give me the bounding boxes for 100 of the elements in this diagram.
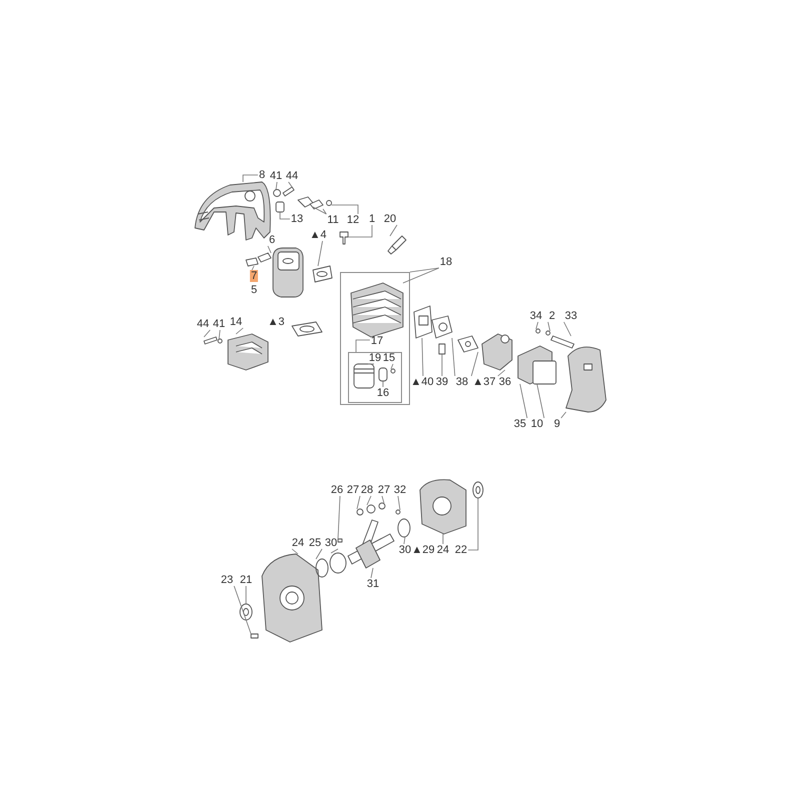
leader-line bbox=[280, 212, 290, 220]
screw bbox=[550, 336, 574, 348]
filter-cover bbox=[566, 346, 606, 412]
callout-number: 26 bbox=[330, 484, 344, 496]
leader-line bbox=[292, 548, 298, 554]
callout-number: 6 bbox=[268, 234, 276, 246]
key bbox=[338, 538, 342, 542]
callout-number: 19 bbox=[368, 352, 382, 364]
callout-number: 32 bbox=[392, 484, 408, 496]
callout-number: 20 bbox=[382, 213, 398, 225]
leader-line bbox=[316, 548, 322, 560]
callout-number: 27 bbox=[346, 484, 360, 496]
callout-number: 14 bbox=[228, 316, 244, 328]
leader-line bbox=[390, 224, 398, 236]
callout-number: 13 bbox=[290, 213, 304, 225]
callout-number: 18 bbox=[438, 256, 454, 268]
callout-number: 8 bbox=[258, 169, 266, 181]
callout-number: 11 bbox=[326, 214, 340, 226]
bracket bbox=[310, 200, 324, 210]
leader-line bbox=[252, 266, 254, 270]
rubber-plug bbox=[276, 202, 284, 212]
callout-number: 39 bbox=[434, 376, 450, 388]
leader-line bbox=[322, 208, 327, 214]
crankshaft bbox=[348, 520, 394, 568]
crankcase-half bbox=[420, 479, 466, 534]
leader-line bbox=[204, 330, 210, 338]
callout-number: 28 bbox=[360, 484, 374, 496]
leader-line bbox=[356, 340, 370, 352]
spark-plug bbox=[388, 236, 406, 254]
callout-number: 41 bbox=[212, 318, 226, 330]
leader-line bbox=[452, 338, 456, 376]
needle-bearing bbox=[378, 502, 386, 510]
callout-number: 12 bbox=[346, 214, 360, 226]
leader-line bbox=[536, 322, 538, 330]
ball-bearing bbox=[398, 518, 410, 538]
leader-line bbox=[548, 322, 550, 332]
crankcase-half bbox=[262, 554, 322, 642]
leader-line bbox=[382, 380, 384, 388]
leader-line bbox=[564, 322, 572, 336]
nut bbox=[273, 189, 281, 197]
callout-number: ▲37 bbox=[471, 376, 497, 388]
leader-line bbox=[268, 246, 272, 254]
washer bbox=[536, 328, 540, 334]
leader-line bbox=[276, 182, 278, 190]
carburetor bbox=[482, 334, 512, 370]
callout-number: ▲3 bbox=[268, 316, 284, 328]
leader-line bbox=[382, 496, 384, 504]
bracket bbox=[298, 196, 314, 208]
retaining-ring bbox=[316, 558, 328, 578]
filter-pad bbox=[532, 360, 556, 384]
bolt bbox=[340, 232, 348, 244]
callout-number: 5 bbox=[250, 284, 258, 296]
callout-number: 34 bbox=[528, 310, 544, 322]
callout-number: 24 bbox=[436, 544, 450, 556]
nut bbox=[250, 634, 258, 638]
callout-number: 23 bbox=[220, 574, 234, 586]
leader-line bbox=[338, 496, 340, 540]
oil-seal bbox=[240, 604, 252, 620]
ball-bearing bbox=[330, 552, 346, 574]
circlip bbox=[390, 368, 396, 374]
callout-number: ▲29 bbox=[411, 544, 435, 556]
leader-line bbox=[234, 586, 252, 634]
bolt bbox=[438, 344, 446, 354]
callout-number: 17 bbox=[370, 335, 384, 347]
oil-seal bbox=[472, 482, 484, 498]
callout-number: 33 bbox=[564, 310, 578, 322]
leader-line bbox=[318, 240, 323, 266]
gasket bbox=[312, 266, 332, 282]
needle-bearing bbox=[356, 508, 364, 516]
leader-line bbox=[442, 534, 444, 544]
insulator-plate bbox=[414, 306, 432, 338]
leader-line bbox=[356, 496, 360, 510]
leader-line bbox=[348, 224, 372, 238]
pin bbox=[396, 510, 400, 514]
leader-line bbox=[410, 268, 440, 272]
callout-number: 30 bbox=[324, 537, 338, 549]
cylinder bbox=[350, 282, 404, 338]
leader-line bbox=[366, 496, 372, 506]
leader-line bbox=[312, 206, 327, 214]
callout-number: 25 bbox=[308, 537, 322, 549]
callout-number: 16 bbox=[376, 387, 390, 399]
clip bbox=[258, 252, 272, 262]
callout-number: ▲4 bbox=[308, 229, 328, 241]
screw bbox=[326, 200, 332, 206]
piston-pin bbox=[378, 368, 388, 382]
leader-line bbox=[468, 498, 478, 550]
callout-number: 44 bbox=[196, 318, 210, 330]
leader-line bbox=[422, 338, 424, 376]
leader-line bbox=[288, 182, 292, 188]
leader-line bbox=[390, 364, 394, 370]
callout-number: 41 bbox=[268, 170, 284, 182]
spacer bbox=[432, 316, 452, 338]
leader-line bbox=[331, 204, 358, 214]
callout-number: 44 bbox=[284, 170, 300, 182]
piston bbox=[354, 364, 374, 388]
leader-line bbox=[218, 330, 220, 340]
gasket bbox=[458, 336, 478, 352]
leader-line bbox=[242, 174, 258, 182]
callout-number: 24 bbox=[290, 537, 306, 549]
callout-number: ▲40 bbox=[409, 376, 435, 388]
